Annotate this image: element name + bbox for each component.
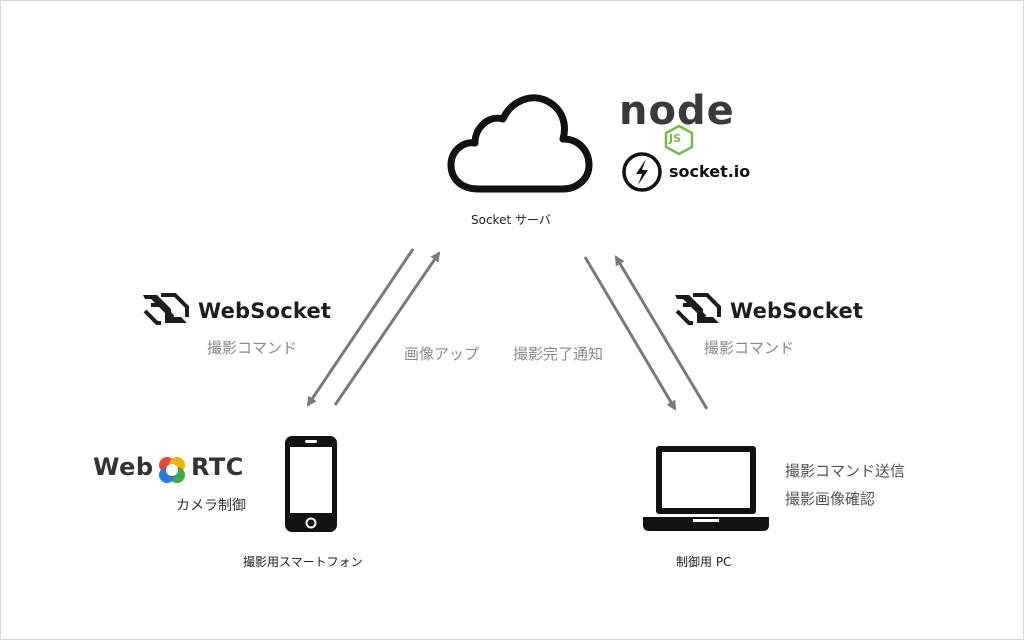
socketio-icon bbox=[622, 152, 662, 192]
webrtc-wordmark-rtc: RTC bbox=[191, 453, 244, 481]
laptop-icon bbox=[643, 446, 769, 531]
pc-label: 制御用 PC bbox=[676, 555, 732, 569]
smartphone-icon bbox=[285, 436, 337, 532]
smartphone-label: 撮影用スマートフォン bbox=[243, 555, 363, 569]
right-complete-caption: 撮影完了通知 bbox=[513, 345, 604, 363]
camera-control-caption: カメラ制御 bbox=[176, 498, 246, 514]
nodejs-wordmark: node bbox=[619, 88, 735, 134]
left-command-caption: 撮影コマンド bbox=[207, 339, 298, 357]
left-upload-caption: 画像アップ bbox=[404, 345, 480, 363]
arrow-phone-to-server bbox=[333, 251, 441, 406]
nodejs-hexagon-icon bbox=[664, 124, 694, 156]
server-label: Socket サーバ bbox=[471, 213, 551, 227]
nodejs-js-badge: JS bbox=[669, 132, 682, 145]
pc-task-list: 撮影コマンド送信 撮影画像確認 bbox=[785, 457, 905, 513]
pc-task-check-image: 撮影画像確認 bbox=[785, 490, 876, 508]
pc-task-send-command: 撮影コマンド送信 bbox=[785, 462, 906, 480]
right-command-caption: 撮影コマンド bbox=[704, 339, 795, 357]
socketio-wordmark: socket.io bbox=[669, 162, 751, 181]
arrow-pc-to-server bbox=[614, 255, 709, 410]
websocket-left-wordmark: WebSocket bbox=[198, 299, 332, 323]
nodejs-logo: node bbox=[619, 91, 735, 131]
webrtc-wordmark-web: Web bbox=[93, 453, 154, 481]
cloud-icon bbox=[447, 94, 593, 193]
websocket-right-wordmark: WebSocket bbox=[730, 299, 864, 323]
arrow-server-to-pc bbox=[583, 256, 677, 411]
webrtc-icon bbox=[159, 457, 185, 483]
websocket-right-icon bbox=[675, 293, 721, 325]
websocket-left-icon bbox=[143, 293, 189, 325]
arrow-server-to-phone bbox=[306, 248, 415, 407]
